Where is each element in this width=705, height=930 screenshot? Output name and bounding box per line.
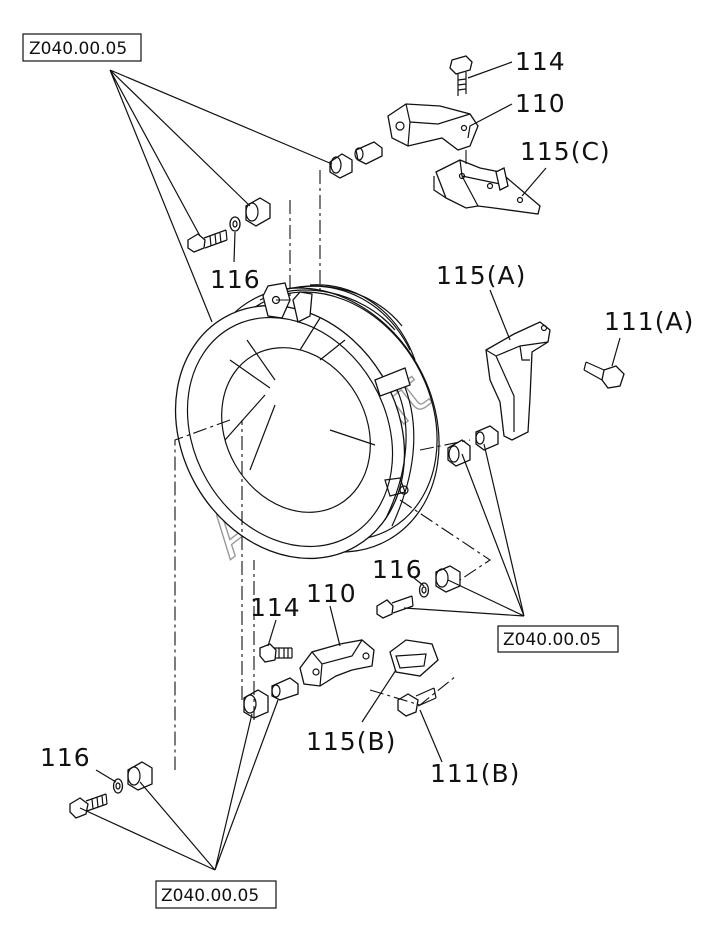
lower-left-hardware <box>69 761 153 819</box>
part-label-115b: 115(B) <box>306 727 396 756</box>
part-label-111a: 111(A) <box>604 307 694 336</box>
right-bracket-assembly <box>447 321 625 467</box>
upper-mount-hardware <box>187 141 383 253</box>
upper-bracket-assembly <box>387 55 541 215</box>
part-label-114-low: 114 <box>250 593 301 622</box>
fan-shroud-ring <box>174 282 440 560</box>
reference-code: Z040.00.05 <box>503 630 601 650</box>
reference-box-bottom[interactable]: Z040.00.05 <box>155 880 277 909</box>
reference-box-mid-right[interactable]: Z040.00.05 <box>497 625 619 653</box>
mid-mount-hardware <box>376 565 461 619</box>
reference-code: Z040.00.05 <box>161 886 259 906</box>
part-label-116-low: 116 <box>40 743 91 772</box>
center-lines <box>174 150 491 770</box>
lower-bracket-assembly <box>243 639 439 719</box>
part-label-114-top: 114 <box>515 47 566 76</box>
leader-lines <box>79 61 621 871</box>
part-label-115c: 115(C) <box>520 137 611 166</box>
part-label-111b: 111(B) <box>430 759 520 788</box>
part-label-115a: 115(A) <box>436 261 526 290</box>
part-label-116-mid: 116 <box>372 555 423 584</box>
reference-code: Z040.00.05 <box>29 39 127 59</box>
part-label-110-low: 110 <box>306 579 357 608</box>
reference-box-top-left[interactable]: Z040.00.05 <box>22 33 142 62</box>
part-label-110-top: 110 <box>515 89 566 118</box>
part-label-116-upper: 116 <box>210 265 261 294</box>
